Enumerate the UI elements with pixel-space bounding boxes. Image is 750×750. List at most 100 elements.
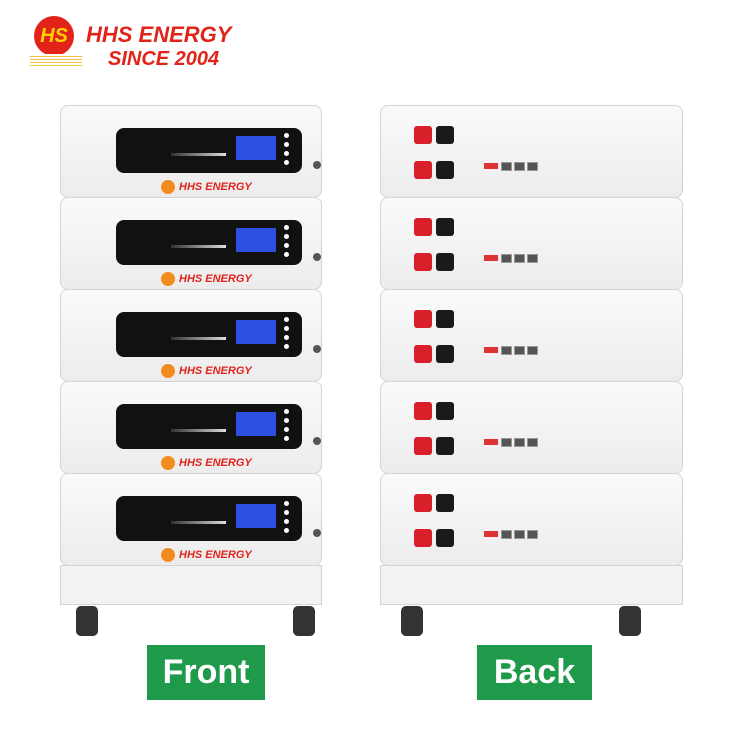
lcd-screen <box>236 136 276 160</box>
lcd-screen <box>236 412 276 436</box>
dip-switch <box>484 347 498 353</box>
power-switch[interactable] <box>313 345 321 353</box>
rj45-port <box>514 346 525 355</box>
positive-terminal <box>414 126 432 144</box>
positive-terminal <box>414 253 432 271</box>
module-brand: HHS ENERGY <box>161 456 252 470</box>
negative-terminal <box>436 494 454 512</box>
soc-indicator <box>171 429 226 432</box>
display-panel <box>116 312 302 357</box>
rj45-port <box>527 530 538 539</box>
battery-stack-front: HHS ENERGY HHS ENERGY HHS ENERGY HHS ENERGY… <box>60 105 322 636</box>
positive-terminal <box>414 161 432 179</box>
front-module: HHS ENERGY <box>60 105 322 198</box>
dip-switch <box>484 439 498 445</box>
rj45-port <box>501 162 512 171</box>
panel-buttons[interactable] <box>284 409 290 445</box>
base-stand <box>380 565 683 636</box>
power-switch[interactable] <box>313 253 321 261</box>
negative-terminal <box>436 218 454 236</box>
brand-logo-icon <box>161 548 175 562</box>
brand-logo-icon <box>161 272 175 286</box>
soc-indicator <box>171 521 226 524</box>
front-module: HHS ENERGY <box>60 381 322 474</box>
front-module: HHS ENERGY <box>60 289 322 382</box>
negative-terminal <box>436 161 454 179</box>
positive-terminal <box>414 310 432 328</box>
display-panel <box>116 404 302 449</box>
positive-terminal <box>414 437 432 455</box>
rj45-port <box>501 438 512 447</box>
panel-buttons[interactable] <box>284 133 290 169</box>
panel-buttons[interactable] <box>284 501 290 537</box>
soc-indicator <box>171 153 226 156</box>
negative-terminal <box>436 529 454 547</box>
positive-terminal <box>414 402 432 420</box>
battery-stack-back <box>380 105 683 636</box>
dip-switch <box>484 531 498 537</box>
back-module <box>380 473 683 566</box>
rj45-port <box>527 162 538 171</box>
lcd-screen <box>236 504 276 528</box>
back-label: Back <box>477 645 592 700</box>
positive-terminal <box>414 218 432 236</box>
negative-terminal <box>436 345 454 363</box>
front-label: Front <box>147 645 265 700</box>
negative-terminal <box>436 310 454 328</box>
rj45-port <box>514 438 525 447</box>
rj45-port <box>501 346 512 355</box>
rj45-port <box>527 346 538 355</box>
lcd-screen <box>236 228 276 252</box>
back-module <box>380 289 683 382</box>
negative-terminal <box>436 402 454 420</box>
caster-wheel <box>76 606 98 636</box>
rj45-port <box>514 162 525 171</box>
module-brand: HHS ENERGY <box>161 180 252 194</box>
dip-switch <box>484 163 498 169</box>
logo-waves <box>30 54 82 66</box>
back-module <box>380 381 683 474</box>
brand-logo-icon <box>161 364 175 378</box>
display-panel <box>116 220 302 265</box>
caster-wheel <box>619 606 641 636</box>
rj45-port <box>514 530 525 539</box>
rj45-port <box>527 254 538 263</box>
back-module <box>380 105 683 198</box>
base-stand <box>60 565 322 636</box>
brand-logo-icon <box>161 456 175 470</box>
company-logo: HS HHS ENERGY SINCE 2004 <box>30 12 250 72</box>
panel-buttons[interactable] <box>284 317 290 353</box>
panel-buttons[interactable] <box>284 225 290 261</box>
caster-wheel <box>293 606 315 636</box>
negative-terminal <box>436 126 454 144</box>
power-switch[interactable] <box>313 161 321 169</box>
logo-mark: HS <box>34 16 74 56</box>
back-module <box>380 197 683 290</box>
module-brand: HHS ENERGY <box>161 272 252 286</box>
power-switch[interactable] <box>313 437 321 445</box>
display-panel <box>116 128 302 173</box>
negative-terminal <box>436 253 454 271</box>
rj45-port <box>514 254 525 263</box>
rj45-port <box>527 438 538 447</box>
rj45-port <box>501 530 512 539</box>
soc-indicator <box>171 245 226 248</box>
logo-tagline: SINCE 2004 <box>108 48 220 70</box>
logo-brand: HHS ENERGY <box>86 22 232 47</box>
caster-wheel <box>401 606 423 636</box>
soc-indicator <box>171 337 226 340</box>
front-module: HHS ENERGY <box>60 197 322 290</box>
positive-terminal <box>414 494 432 512</box>
negative-terminal <box>436 437 454 455</box>
module-brand: HHS ENERGY <box>161 548 252 562</box>
rj45-port <box>501 254 512 263</box>
positive-terminal <box>414 529 432 547</box>
module-brand: HHS ENERGY <box>161 364 252 378</box>
front-module: HHS ENERGY <box>60 473 322 566</box>
display-panel <box>116 496 302 541</box>
lcd-screen <box>236 320 276 344</box>
power-switch[interactable] <box>313 529 321 537</box>
dip-switch <box>484 255 498 261</box>
positive-terminal <box>414 345 432 363</box>
brand-logo-icon <box>161 180 175 194</box>
